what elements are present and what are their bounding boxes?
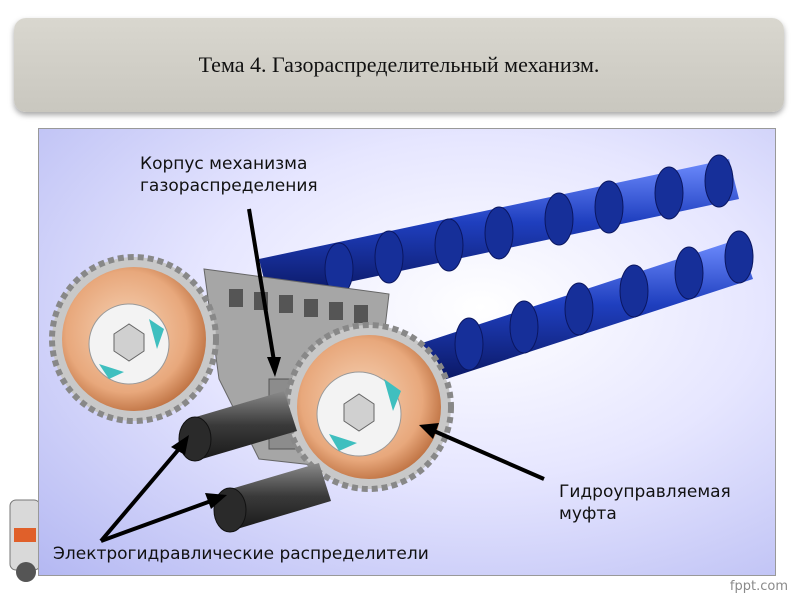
- housing-label-line2: газораспределения: [140, 176, 318, 196]
- housing-label: Корпус механизма газораспределения: [140, 153, 318, 197]
- camshaft-diagram: Корпус механизма газораспределения Гидро…: [38, 128, 776, 576]
- right-sprocket-gear: [284, 322, 454, 492]
- mechanism-illustration: [49, 154, 754, 543]
- coupling-label: Гидроуправляемая муфта: [559, 481, 731, 525]
- upper-camshaft: [259, 154, 739, 299]
- coupling-label-line1: Гидроуправляемая: [559, 482, 731, 502]
- lower-camshaft: [419, 230, 754, 384]
- lower-solenoid-valve: [213, 463, 331, 533]
- pointer-arrows: [99, 208, 545, 543]
- upper-solenoid-valve: [178, 391, 297, 462]
- left-sprocket-gear: [49, 254, 219, 424]
- watermark: fppt.com: [729, 579, 788, 594]
- coupling-label-line2: муфта: [559, 504, 617, 524]
- housing-label-line1: Корпус механизма: [140, 154, 308, 174]
- valves-label: Электрогидравлические распределители: [53, 544, 429, 564]
- slide-title-bar: Тема 4. Газораспределительный механизм.: [14, 18, 784, 112]
- car-decoration-icon: [9, 499, 40, 582]
- slide-title: Тема 4. Газораспределительный механизм.: [198, 52, 600, 77]
